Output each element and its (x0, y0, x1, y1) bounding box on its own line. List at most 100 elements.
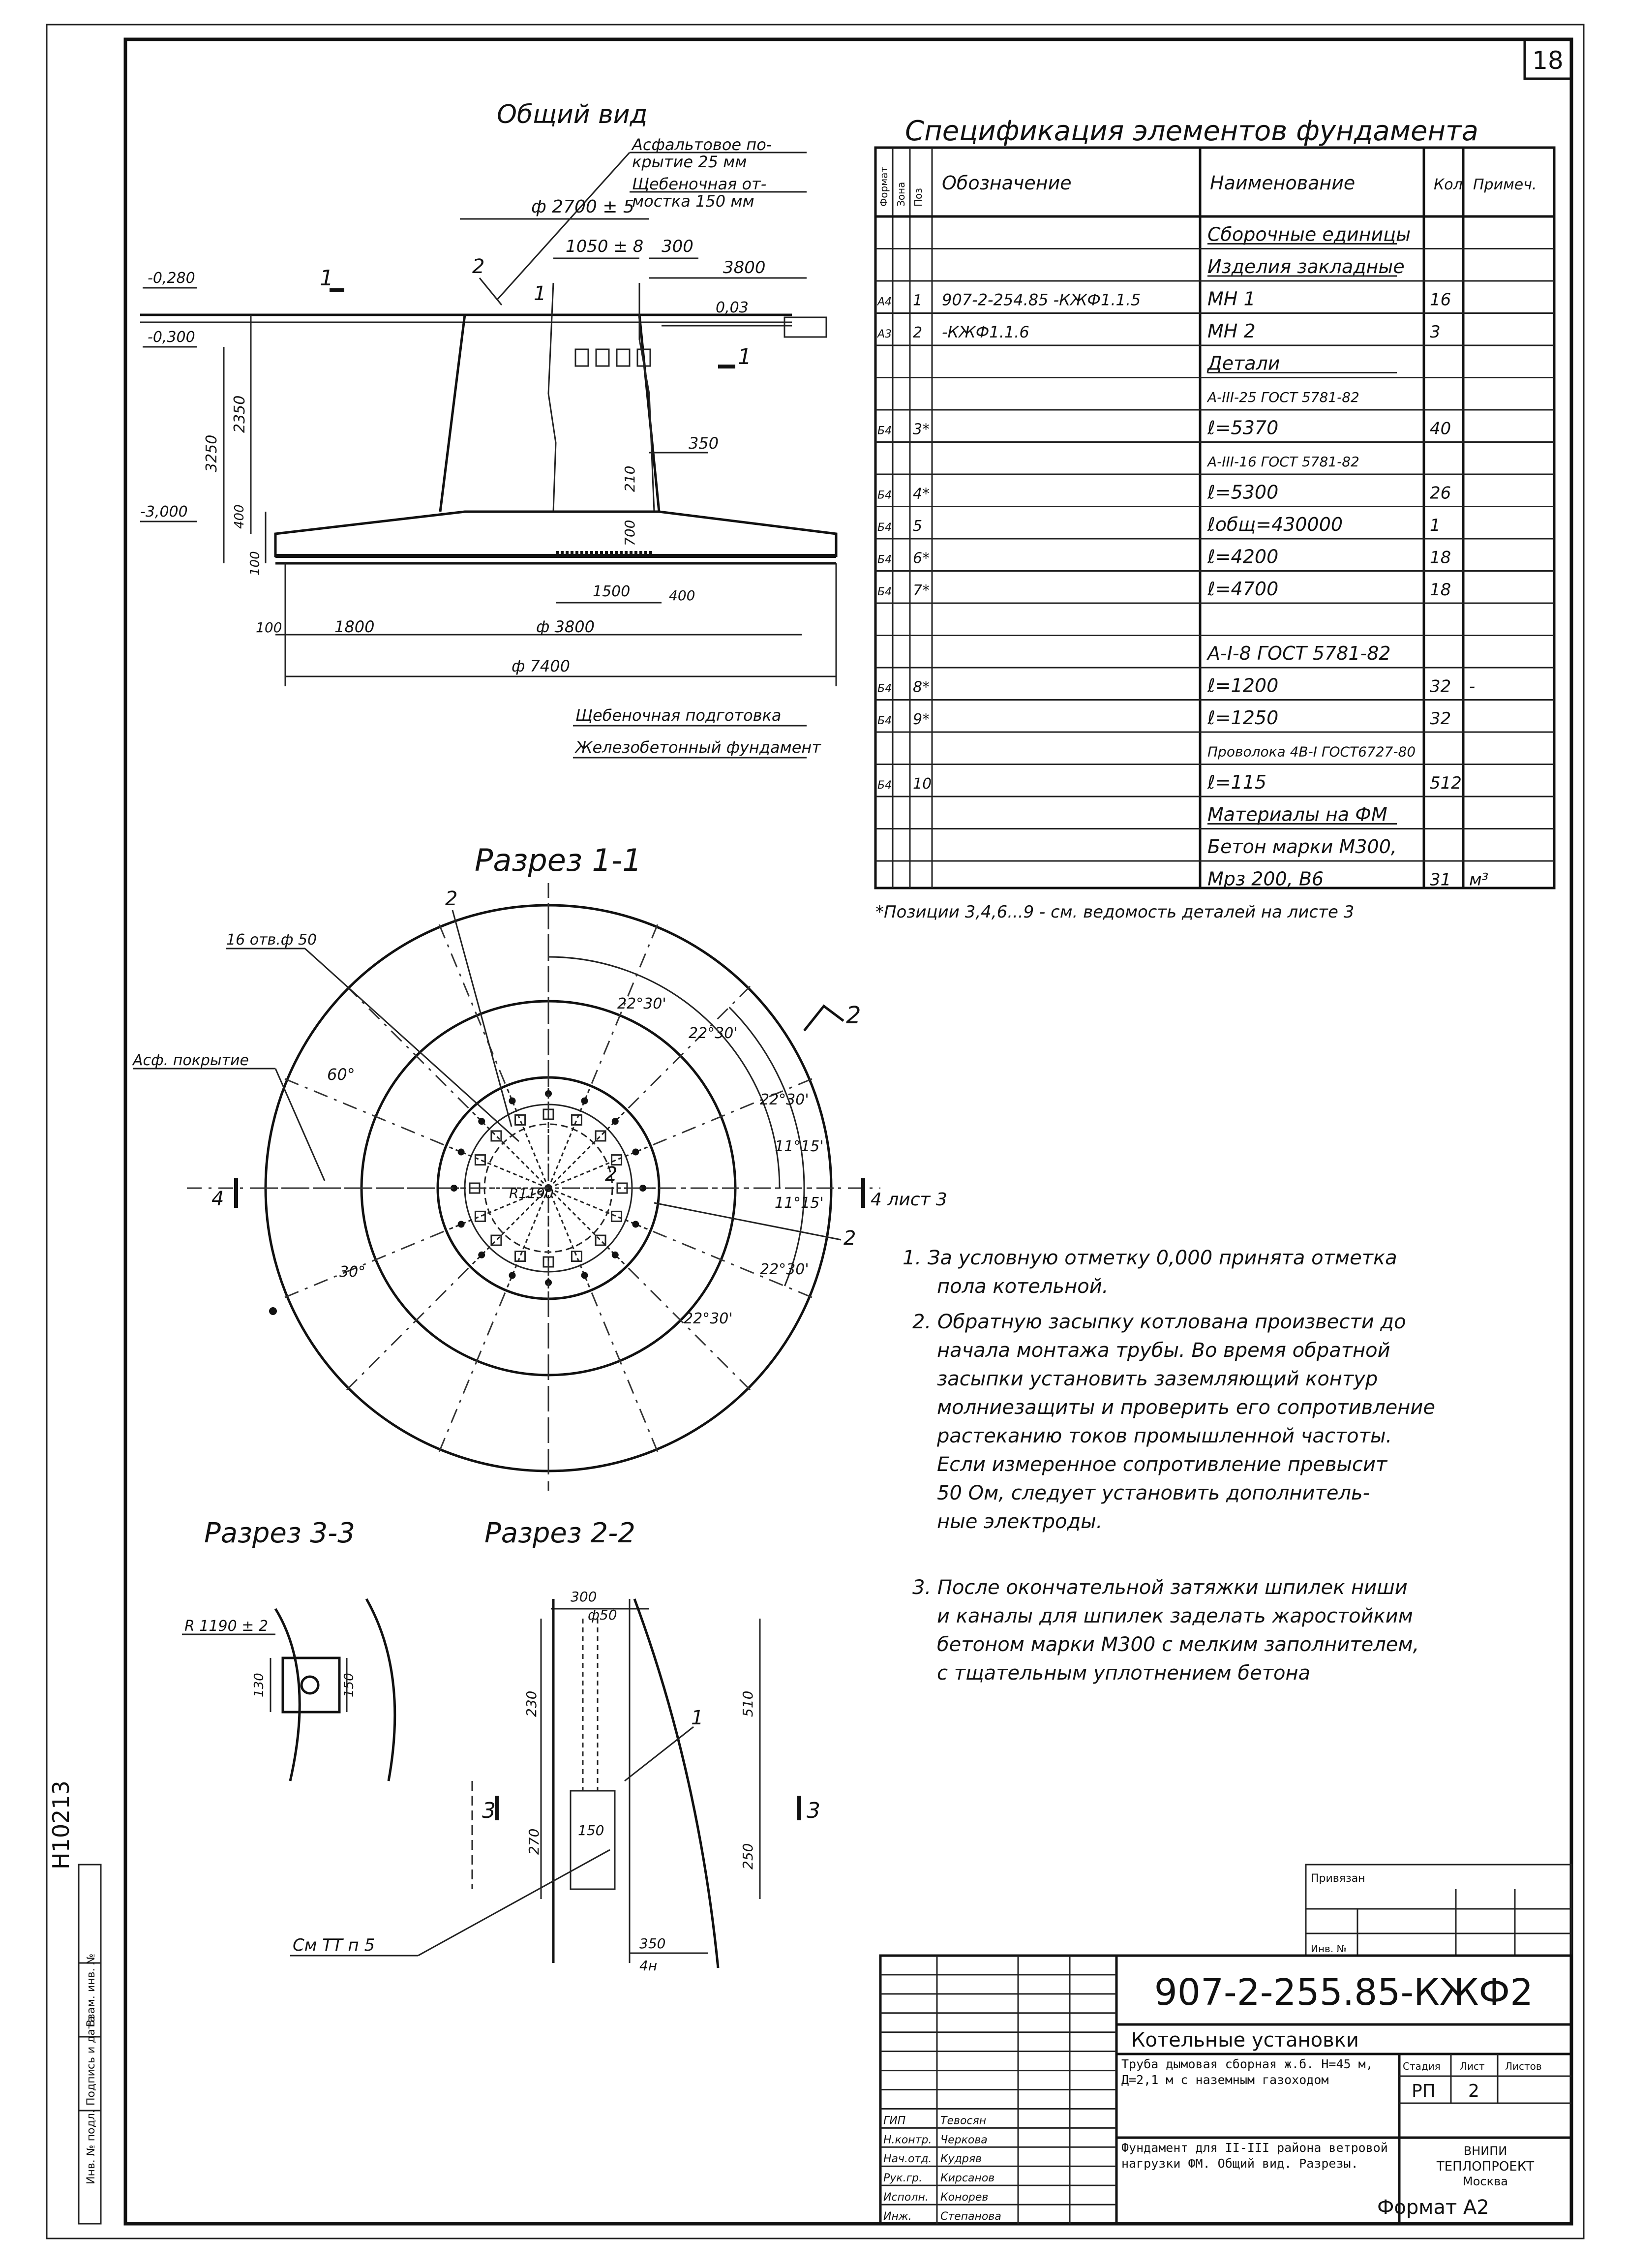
tb-name: Кудряв (940, 2153, 982, 2165)
spec-cell-name: МН 1 (1207, 288, 1256, 310)
outer-frame (46, 24, 1585, 2239)
spec-cell-name: А-III-16 ГОСТ 5781-82 (1206, 454, 1359, 470)
dim-100: 100 (256, 619, 282, 636)
spec-cell-pos: 5 (913, 518, 922, 535)
spec-footnote: *Позиции 3,4,6...9 - см. ведомость детал… (875, 902, 1354, 922)
tb-sheets-h: Листов (1505, 2060, 1542, 2072)
dim-1500: 1500 (593, 583, 630, 600)
sect22-mark-3-left: 3 (482, 1798, 496, 1823)
anchor-niche (474, 1210, 486, 1222)
anchor-hole (632, 1221, 639, 1228)
stamp-sign-label: Подпись и дата (85, 2016, 97, 2106)
spec-cell-name: ℓ=5370 (1207, 417, 1278, 439)
spec-cell-qty: 512 (1430, 773, 1462, 793)
sect22-dim-350: 350 (639, 1935, 665, 1952)
sect22-dim-150: 150 (578, 1822, 604, 1839)
note-gravel-prep: Щебеночная подготовка (575, 706, 782, 725)
dim-d2700: ф 2700 ± 5 (531, 197, 634, 217)
spec-cell-name: Изделия закладные (1207, 256, 1405, 277)
spec-cell-qty: 26 (1430, 484, 1451, 503)
anchor-hole (478, 1251, 485, 1258)
sect22-ref: См ТТ п 5 (293, 1935, 375, 1955)
mark-m0280: -0,280 (148, 270, 195, 287)
sheet-ref: 4 лист 3 (871, 1190, 947, 1210)
gv-section-1-top: 1 (320, 266, 333, 291)
angle-60: 60° (327, 1065, 355, 1084)
dim-d7400: ф 7400 (512, 657, 570, 675)
spec-header-5: Кол (1434, 176, 1463, 193)
radial-lines (263, 903, 834, 1473)
anchor-hole (457, 1148, 465, 1156)
tb-format: Формат А2 (1377, 2196, 1489, 2219)
spec-cell-fmt: А3 (876, 328, 892, 340)
tb-org3: Москва (1463, 2175, 1508, 2188)
label-asphalt: Асф. покрытие (132, 1052, 249, 1069)
spec-cell-designation: -КЖФ1.1.6 (942, 323, 1029, 341)
spec-cell-qty: 40 (1430, 419, 1451, 439)
note-asphalt: Асфальтовое по- (631, 135, 772, 154)
anchor-niche (571, 1251, 582, 1262)
sect22-dim-300: 300 (571, 1589, 597, 1605)
spec-cell-qty: 16 (1430, 290, 1451, 310)
anchor-niche (616, 1182, 628, 1194)
anchor-hole (581, 1097, 588, 1104)
spec-cell-note: - (1469, 677, 1475, 697)
tb-org2: ТЕПЛОПРОЕКТ (1436, 2159, 1534, 2174)
spec-cell-name: Бетон марки М300, (1207, 836, 1397, 858)
anchor-niche (595, 1130, 606, 1142)
dim-350: 350 (689, 434, 719, 453)
anchor-hole (451, 1185, 457, 1192)
spec-cell-qty: 18 (1430, 548, 1451, 568)
spec-cell-name: ℓ=115 (1207, 771, 1266, 793)
label-2-top: 2 (445, 888, 457, 910)
section-33-title: Разрез 3-3 (204, 1517, 355, 1549)
gv-label-2: 2 (472, 255, 484, 278)
anchor-niche (474, 1154, 486, 1166)
tb-drawing: Фундамент для II-III района ветровой наг… (1121, 2141, 1388, 2171)
anchor-hole (509, 1097, 516, 1104)
spec-cell-fmt: Б4 (877, 715, 892, 727)
sect22-dim-250: 250 (740, 1843, 756, 1870)
spec-header-6: Примеч. (1473, 176, 1537, 193)
anchor-niche (611, 1154, 623, 1166)
tb-org1: ВНИПИ (1464, 2144, 1507, 2158)
anchor-niche (514, 1251, 526, 1262)
note-3: 3. После окончательной затяжки шпилек ни… (912, 1576, 1425, 1685)
slope-value: 0,03 (716, 299, 749, 316)
sect22-label-4n: 4н (639, 1958, 657, 1974)
anchor-niche (490, 1234, 502, 1246)
spec-cell-name: МН 2 (1207, 320, 1256, 342)
spec-cell-pos: 8* (913, 679, 930, 696)
dim-1050: 1050 ± 8 (566, 237, 643, 256)
tb-role: ГИП (883, 2115, 905, 2127)
spec-cell-name: А-I-8 ГОСТ 5781-82 (1206, 643, 1391, 664)
tb-object: Труба дымовая сборная ж.б. Н=45 м, Д=2,1… (1121, 2057, 1373, 2087)
stamp-inv-label: Инв. № подл. (85, 2110, 97, 2184)
spec-cell-name: Проволока 4В-I ГОСТ6727-80 (1207, 744, 1416, 760)
note-asphalt-2: крытие 25 мм (632, 153, 747, 171)
spec-cell-name: ℓ=5300 (1207, 482, 1278, 503)
spec-cell-pos: 2 (913, 324, 922, 341)
spec-header-2: Поз (912, 188, 924, 207)
spec-cell-fmt: Б4 (877, 521, 892, 534)
anchor-hole (632, 1148, 639, 1156)
sect22-mark-3-right: 3 (807, 1798, 820, 1823)
tb-role: Инж. (883, 2210, 912, 2223)
spec-header-0: Формат (878, 167, 890, 207)
tb-role: Рук.гр. (883, 2172, 922, 2184)
inner-frame (123, 37, 1573, 2226)
spec-cell-pos: 10 (913, 775, 932, 793)
dim-d3800: ф 3800 (536, 617, 595, 636)
spec-cell-fmt: Б4 (877, 425, 892, 437)
sect22-label-1: 1 (691, 1707, 703, 1729)
spec-cell-pos: 3* (913, 421, 930, 438)
section-11-title: Разрез 1-1 (475, 842, 642, 878)
label-2-right: 2 (844, 1227, 856, 1250)
r1190-label: R1190 (509, 1185, 554, 1201)
dim-3800-top: 3800 (723, 258, 766, 277)
